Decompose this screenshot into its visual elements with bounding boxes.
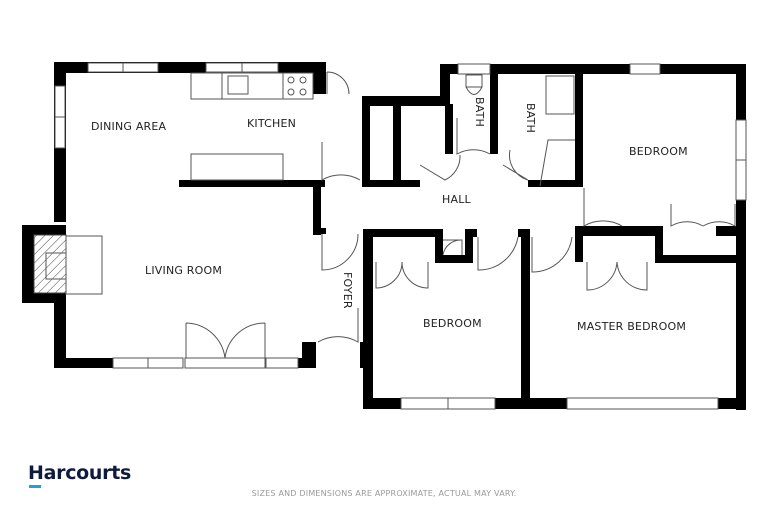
room-label-hall: HALL xyxy=(442,193,472,206)
walls xyxy=(22,62,746,410)
room-label-bedroom-ne: BEDROOM xyxy=(629,145,688,158)
bathtub-icon xyxy=(545,75,575,115)
brand-accent-bar xyxy=(29,485,41,488)
room-label-living: LIVING ROOM xyxy=(145,264,222,277)
doors xyxy=(185,71,736,359)
room-label-foyer: FOYER xyxy=(341,272,354,309)
brand-logo: Harcourts xyxy=(28,462,131,484)
room-label-kitchen: KITCHEN xyxy=(247,117,296,130)
fireplace-icon xyxy=(33,234,103,295)
toilet-icon xyxy=(465,74,483,88)
room-labels: DINING AREA KITCHEN LIVING ROOM FOYER HA… xyxy=(91,97,688,333)
sink-icon xyxy=(227,75,249,95)
room-label-bath-2: BATH xyxy=(524,103,537,133)
room-label-bath-1: BATH xyxy=(473,97,486,127)
disclaimer-text: SIZES AND DIMENSIONS ARE APPROXIMATE, AC… xyxy=(251,489,517,498)
kitchen-island xyxy=(190,153,284,181)
fixtures xyxy=(33,71,736,359)
stove-icon xyxy=(282,72,314,100)
room-label-dining: DINING AREA xyxy=(91,120,167,133)
room-label-master: MASTER BEDROOM xyxy=(577,320,686,333)
windows xyxy=(54,62,747,410)
room-label-bedroom-s: BEDROOM xyxy=(423,317,482,330)
